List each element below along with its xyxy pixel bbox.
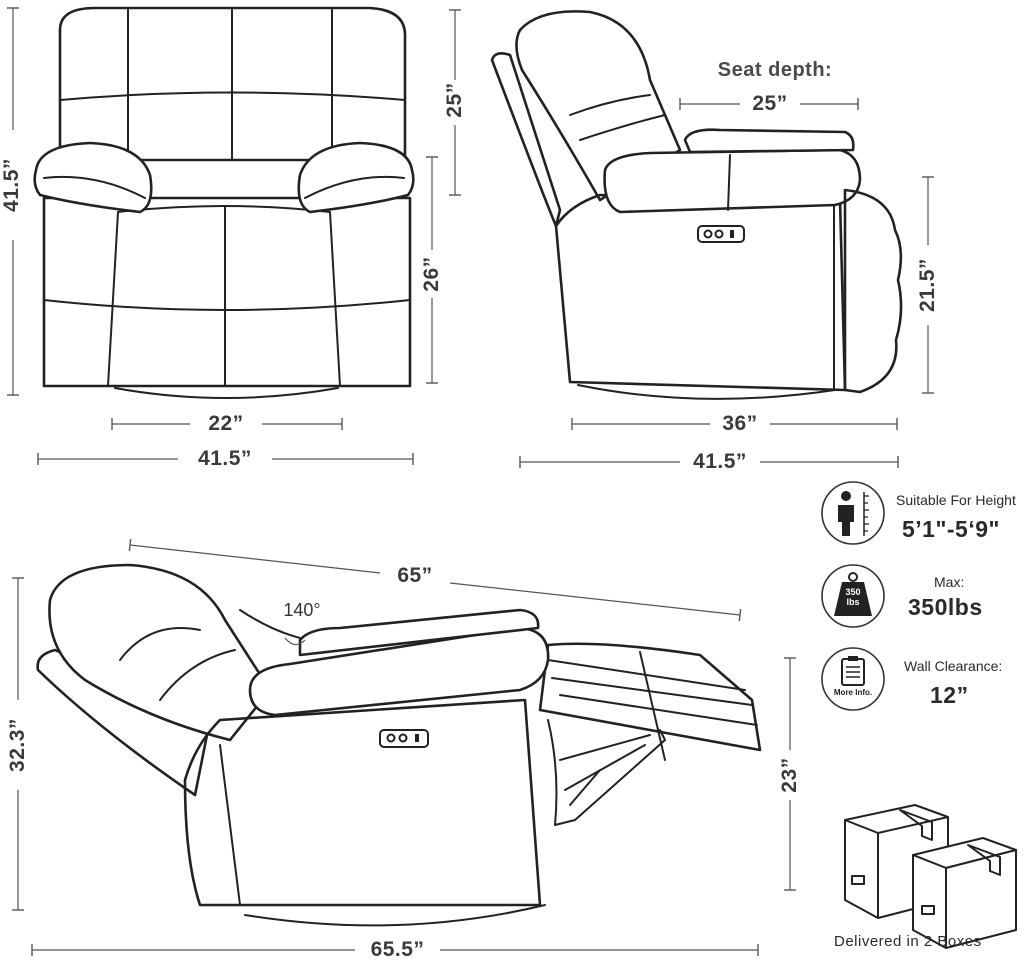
side-total-depth-label: 41.5”: [693, 450, 747, 473]
seat-depth-title: Seat depth:: [717, 59, 833, 81]
front-view-dimension-lines: [7, 7, 461, 465]
person-height-icon: [821, 481, 885, 545]
front-back-height-label: 25”: [443, 82, 466, 118]
reclined-total-length-label: 65.5”: [370, 938, 425, 961]
front-view-chair: [33, 6, 415, 399]
clipboard-icon: [821, 647, 885, 711]
footrest-height-label: 23”: [778, 757, 801, 793]
reclined-view-dimension-lines: [12, 538, 796, 956]
side-seat-depth-label: 25”: [752, 92, 788, 115]
reclined-length-label: 65”: [397, 564, 433, 587]
reclined-view-chair: [36, 563, 762, 927]
weight-icon: [821, 564, 885, 628]
reclined-height-label: 32.3”: [6, 718, 29, 772]
height-value: 5’1"-5‘9": [902, 516, 1000, 542]
front-seat-width-label: 22”: [208, 412, 244, 435]
wall-clearance-value: 12”: [930, 682, 969, 708]
max-weight-value: 350lbs: [908, 594, 983, 620]
side-view-dimension-lines: [519, 98, 934, 468]
front-seat-height-label: 26”: [420, 256, 443, 292]
wall-clearance-caption: Wall Clearance:: [904, 658, 1003, 674]
side-base-depth-label: 36”: [722, 412, 758, 435]
front-total-width-label: 41.5”: [198, 447, 252, 470]
max-weight-caption: Max:: [934, 574, 965, 590]
shipping-boxes-icon: [844, 804, 1017, 949]
side-view-chair: [490, 10, 903, 400]
more-info-text: More Info.: [833, 688, 873, 697]
delivery-note: Delivered in 2 Boxes: [834, 933, 982, 950]
side-arm-height-label: 21.5”: [916, 258, 939, 312]
recline-angle-label: 140°: [283, 600, 321, 620]
weight-icon-text: 350 lbs: [845, 587, 861, 607]
front-total-height-label: 41.5”: [0, 158, 23, 212]
height-caption: Suitable For Height: [896, 492, 1016, 508]
